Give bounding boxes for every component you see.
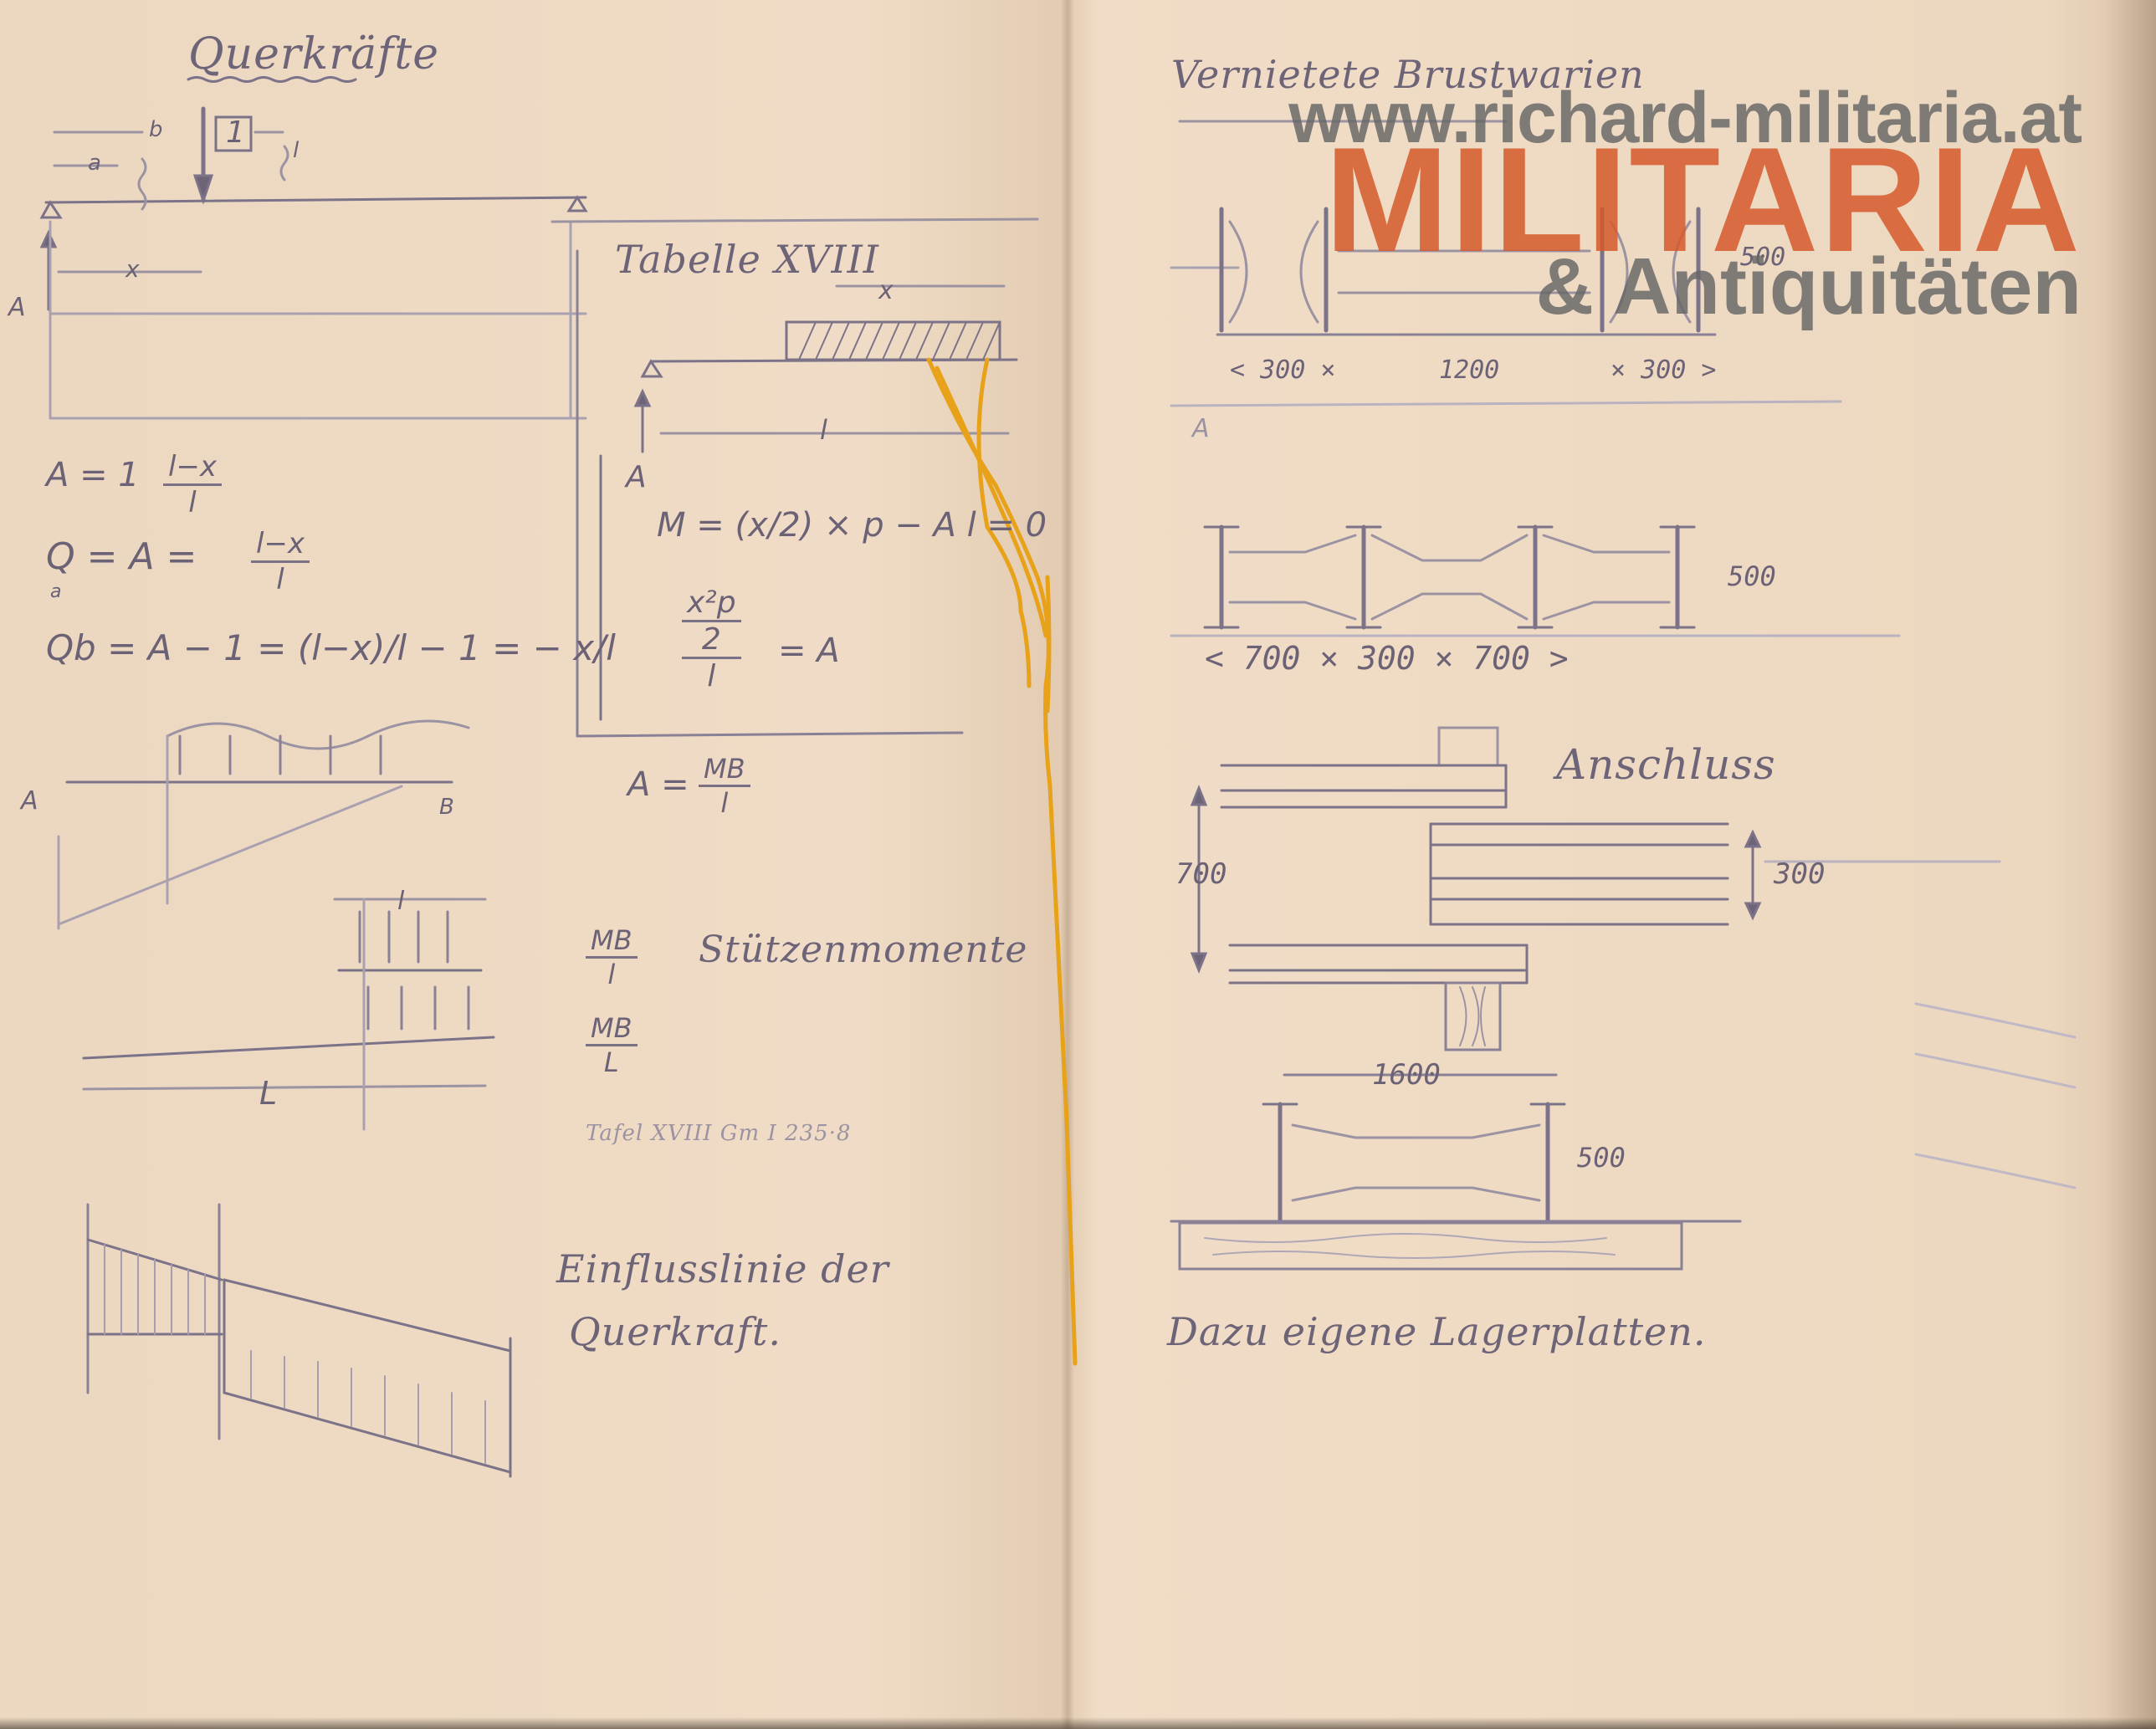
dim-500-a: 500	[1740, 243, 1786, 272]
watermark-sub: & Antiquitäten	[1535, 242, 2082, 331]
formula-Qa-num: l−x	[251, 527, 310, 563]
timber-base	[1178, 1221, 1683, 1271]
formula-A-den: l	[188, 486, 197, 519]
binding-thread	[926, 357, 1078, 1366]
title-underline	[187, 76, 357, 83]
page-title-left: Querkräfte	[188, 29, 440, 79]
formula-A-num: l−x	[163, 450, 223, 486]
support-moments-label: Stützenmomente	[699, 928, 1028, 971]
support-label-A: A	[8, 293, 26, 322]
influence-line-title-1: Einflusslinie der	[556, 1246, 889, 1292]
formula-A-fraction: l−x l	[163, 450, 223, 519]
watermark-url: www.richard-militaria.at	[1288, 78, 2082, 158]
formula-Qb: Qb = A − 1 = (l−x)/l − 1 = − x/l	[46, 627, 616, 668]
dim-row2: < 700 × 300 × 700 >	[1205, 640, 1569, 677]
mb2-den: L	[603, 1046, 619, 1078]
moment-frac-rhs: = A	[778, 632, 840, 670]
label-A-right: A	[1192, 414, 1210, 443]
page-shadow-bottom	[0, 1717, 2156, 1729]
moment-fraction: x²p 2 l	[682, 586, 741, 693]
support-right	[566, 195, 588, 212]
span-l: l	[397, 887, 405, 916]
table-A: A	[626, 460, 647, 494]
dim-l: l	[293, 138, 300, 163]
page-edge-shadow	[2106, 0, 2156, 1729]
dim-b: b	[149, 117, 163, 142]
span-L: L	[259, 1075, 278, 1112]
moment-frac-den: l	[707, 659, 716, 693]
A-eq-fraction: MB l	[699, 753, 750, 819]
table-heading: Tabelle XVIII	[615, 237, 879, 282]
mb-fraction-2: MB L	[586, 1012, 638, 1078]
moment-equation: M = (x/2) × p − A l = 0	[657, 506, 1047, 545]
formula-A-lhs: A = 1	[46, 456, 140, 494]
mb2-num: MB	[586, 1012, 638, 1046]
dim-500-b: 500	[1728, 560, 1776, 592]
formula-Qa-lhs: Q = A =	[46, 535, 197, 578]
moment-frac-mid: 2	[682, 622, 741, 659]
diagram-B: B	[439, 795, 454, 820]
moment-frac-num: x²p	[682, 586, 741, 622]
diagram-A: A	[21, 786, 38, 816]
dim-row1-mid: 1200	[1439, 356, 1500, 385]
formula-Qa-sub: a	[50, 581, 62, 602]
support-left	[39, 200, 63, 219]
formula-Qa-den: l	[276, 563, 284, 596]
mb1-num: MB	[586, 924, 638, 959]
load-curve	[166, 719, 470, 750]
A-eq-lhs: A =	[627, 765, 689, 804]
connection-title: Anschluss	[1556, 740, 1776, 789]
dim-row1-right: × 300 >	[1611, 356, 1717, 385]
A-eq-den: l	[720, 787, 729, 819]
A-eq-num: MB	[699, 753, 750, 787]
influence-line-title-2: Querkraft.	[569, 1309, 781, 1354]
load-label: 1	[226, 115, 245, 150]
dim-a: a	[88, 151, 101, 176]
table-reference: Tafel XVIII Gm I 235·8	[586, 1121, 852, 1146]
mb-fraction-1: MB l	[586, 924, 638, 990]
dim-1600: 1600	[1372, 1058, 1441, 1092]
top-beam	[44, 196, 587, 204]
dim-700: 700	[1175, 857, 1227, 891]
dim-row1-left: < 300 ×	[1230, 356, 1336, 385]
page-title-right: Vernietete Brustwarien	[1171, 52, 1645, 97]
table-l: l	[820, 414, 827, 446]
bottom-note: Dazu eigene Lagerplatten.	[1167, 1309, 1707, 1354]
watermark-main: MILITARIA	[1324, 116, 2082, 283]
load-arrow	[192, 174, 214, 205]
table-x: x	[878, 276, 894, 305]
formula-Qa-fraction: l−x l	[251, 527, 310, 596]
dim-300: 300	[1774, 857, 1826, 891]
load-box	[214, 115, 253, 152]
mb1-den: l	[607, 959, 616, 990]
dim-500-c: 500	[1577, 1142, 1626, 1174]
dim-x: x	[125, 255, 140, 283]
